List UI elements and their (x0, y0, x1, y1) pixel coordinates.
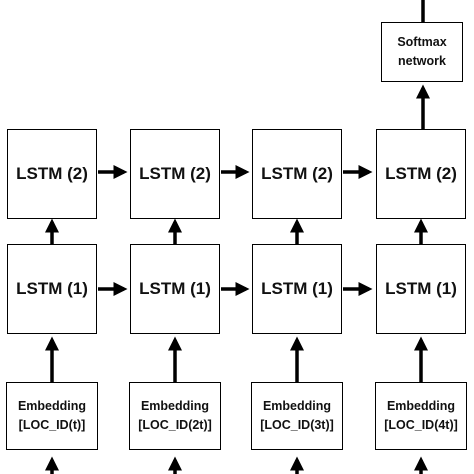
lstm1-box-2: LSTM (1) (130, 244, 220, 334)
lstm1-box-3: LSTM (1) (252, 244, 342, 334)
lstm1-label: LSTM (1) (139, 279, 211, 298)
lstm2-box-3: LSTM (2) (252, 129, 342, 219)
embedding-label-line2: [LOC_ID(t)] (18, 418, 86, 432)
embedding-label-line1: Embedding (140, 399, 210, 413)
lstm1-label: LSTM (1) (261, 279, 333, 298)
lstm1-box-4: LSTM (1) (376, 244, 466, 334)
lstm1-label: LSTM (1) (385, 279, 457, 298)
embedding-label-line1: Embedding (262, 399, 332, 413)
lstm1-box-1: LSTM (1) (7, 244, 97, 334)
embedding-box-1: Embedding [LOC_ID(t)] (6, 382, 98, 450)
lstm2-label: LSTM (2) (139, 164, 211, 183)
lstm1-label: LSTM (1) (16, 279, 88, 298)
lstm2-label: LSTM (2) (261, 164, 333, 183)
lstm2-box-2: LSTM (2) (130, 129, 220, 219)
embedding-label-line2: [LOC_ID(2t)] (138, 418, 212, 432)
softmax-label-line1: Softmax (397, 35, 447, 49)
embedding-box-4: Embedding [LOC_ID(4t)] (375, 382, 467, 450)
embedding-label-line1: Embedding (17, 399, 87, 413)
embedding-label-line2: [LOC_ID(4t)] (384, 418, 458, 432)
lstm2-box-4: LSTM (2) (376, 129, 466, 219)
lstm2-label: LSTM (2) (16, 164, 88, 183)
embedding-box-3: Embedding [LOC_ID(3t)] (251, 382, 343, 450)
softmax-network-box: Softmax network (381, 22, 463, 82)
embedding-label-line1: Embedding (386, 399, 456, 413)
embedding-label-line2: [LOC_ID(3t)] (260, 418, 334, 432)
lstm2-label: LSTM (2) (385, 164, 457, 183)
softmax-label-line2: network (398, 54, 446, 68)
embedding-box-2: Embedding [LOC_ID(2t)] (129, 382, 221, 450)
lstm2-box-1: LSTM (2) (7, 129, 97, 219)
